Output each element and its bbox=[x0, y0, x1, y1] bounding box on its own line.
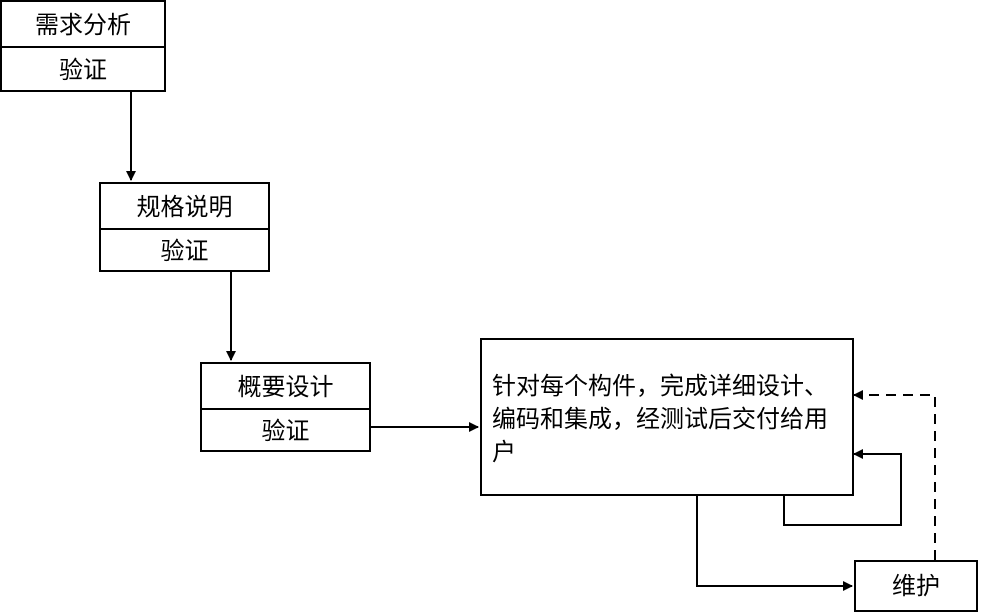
maintenance-box: 维护 bbox=[854, 560, 978, 612]
arrow-detail-self-loop bbox=[783, 449, 902, 526]
stage-title-specification: 规格说明 bbox=[136, 192, 233, 221]
stage-box-design: 概要设计 验证 bbox=[200, 362, 371, 452]
stage-box-requirements: 需求分析 验证 bbox=[0, 0, 166, 92]
stage-check-design: 验证 bbox=[261, 417, 310, 445]
detail-text: 针对每个构件，完成详细设计、编码和集成，经测试后交付给用户 bbox=[492, 372, 828, 466]
stage-title-requirements: 需求分析 bbox=[35, 10, 131, 39]
detail-box: 针对每个构件，完成详细设计、编码和集成，经测试后交付给用户 bbox=[480, 338, 854, 496]
maintenance-label: 维护 bbox=[892, 572, 940, 600]
stage-divider bbox=[202, 408, 369, 410]
stage-title-design: 概要设计 bbox=[237, 372, 334, 401]
stage-divider bbox=[2, 46, 164, 48]
stage-box-specification: 规格说明 验证 bbox=[99, 182, 270, 272]
arrow-maintenance-feedback bbox=[853, 390, 936, 560]
arrow-detail-to-maintenance bbox=[696, 496, 853, 591]
stage-divider bbox=[101, 228, 268, 230]
stage-check-specification: 验证 bbox=[160, 237, 209, 265]
stage-check-requirements: 验证 bbox=[59, 56, 107, 84]
